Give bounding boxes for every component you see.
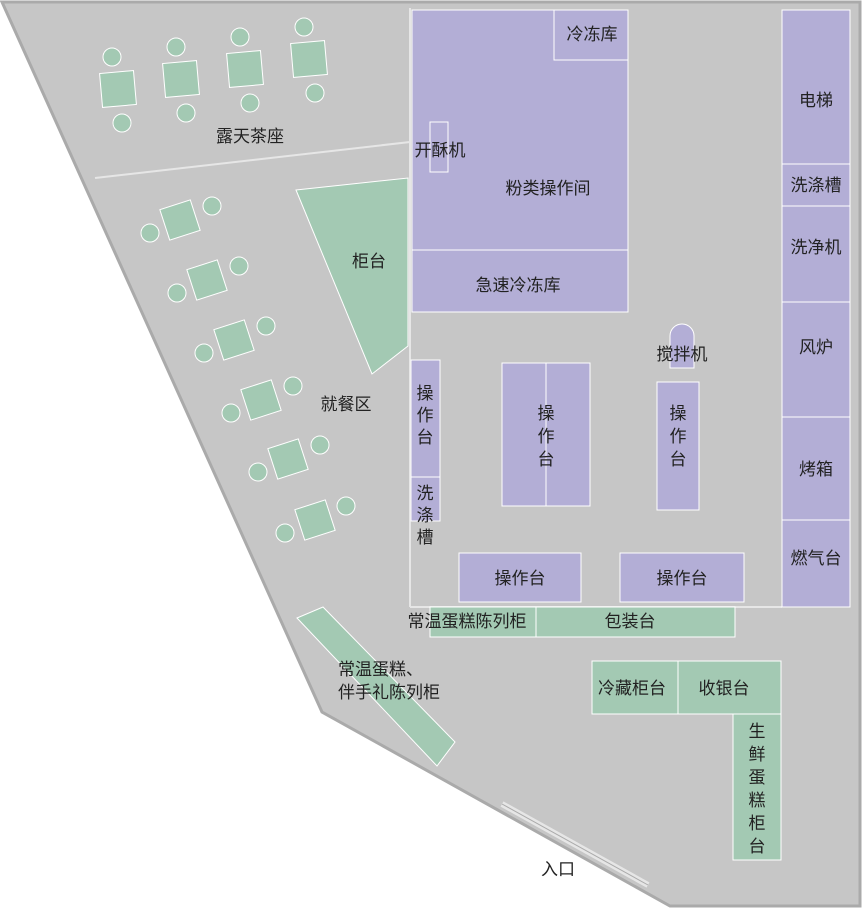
chair bbox=[310, 435, 330, 455]
table bbox=[294, 499, 336, 541]
chair bbox=[336, 496, 356, 516]
workbench-bottom-left bbox=[458, 552, 582, 603]
workbench-right-char: 台 bbox=[670, 450, 687, 470]
sink-left-char: 洗 bbox=[417, 484, 434, 504]
cashier-label: 收银台 bbox=[699, 679, 750, 699]
gift-cabinet-label: 伴手礼陈列柜 bbox=[338, 683, 440, 703]
chair bbox=[305, 83, 325, 103]
packing-table bbox=[535, 606, 736, 638]
oven bbox=[781, 416, 851, 521]
gift-cabinet-label: 常温蛋糕、 bbox=[338, 660, 423, 680]
chair bbox=[256, 316, 276, 336]
flour-room-label: 粉类操作间 bbox=[506, 179, 591, 199]
chair bbox=[166, 37, 186, 57]
chair bbox=[248, 462, 268, 482]
chair bbox=[221, 403, 241, 423]
fresh-cake-counter-char: 蛋 bbox=[749, 768, 766, 788]
workbench-right bbox=[656, 381, 700, 511]
terrace-label: 露天茶座 bbox=[216, 127, 284, 147]
chair bbox=[230, 27, 250, 47]
workbench-left-char: 作 bbox=[417, 406, 434, 426]
pastry-machine bbox=[429, 121, 449, 173]
terrace-divider bbox=[94, 141, 411, 179]
workbench-right-char: 操 bbox=[670, 404, 687, 424]
table bbox=[290, 40, 328, 78]
gift-cabinet bbox=[296, 606, 456, 767]
ambient-cake-cabinet-label: 常温蛋糕陈列柜 bbox=[408, 612, 527, 632]
entrance-label: 入口 bbox=[541, 860, 575, 880]
fan-oven-label: 风炉 bbox=[799, 338, 833, 358]
cashier bbox=[677, 660, 782, 715]
workbench-right-char: 作 bbox=[670, 427, 687, 447]
table bbox=[186, 259, 228, 301]
chair bbox=[167, 283, 187, 303]
fresh-cake-counter bbox=[732, 713, 782, 861]
sink-left bbox=[410, 476, 441, 522]
chair bbox=[140, 223, 160, 243]
chilled-cabinet bbox=[591, 660, 679, 715]
gas-stove-label: 燃气台 bbox=[791, 549, 842, 569]
mixer-label: 搅拌机 bbox=[657, 345, 708, 365]
dining-label: 就餐区 bbox=[321, 395, 372, 415]
entrance-door-inner bbox=[501, 803, 649, 886]
pastry-machine-label: 开酥机 bbox=[415, 141, 466, 161]
chair bbox=[283, 376, 303, 396]
workbench-left-char: 操 bbox=[417, 384, 434, 404]
chair bbox=[194, 343, 214, 363]
workbench-center-char: 作 bbox=[538, 427, 555, 447]
sink-right bbox=[781, 163, 851, 207]
fresh-cake-counter-char: 柜 bbox=[749, 814, 766, 834]
workbench-left bbox=[410, 359, 441, 478]
table bbox=[213, 319, 255, 361]
oven-label: 烤箱 bbox=[799, 460, 833, 480]
chair bbox=[102, 47, 122, 67]
chair bbox=[294, 17, 314, 37]
workbench-center-char: 台 bbox=[538, 450, 555, 470]
fresh-cake-counter-char: 糕 bbox=[749, 791, 766, 811]
fan-oven bbox=[781, 301, 851, 418]
table bbox=[159, 199, 201, 241]
counter bbox=[295, 177, 409, 375]
elevator-label: 电梯 bbox=[799, 91, 833, 111]
fresh-cake-counter-char: 台 bbox=[749, 837, 766, 857]
chair bbox=[240, 93, 260, 113]
workbench-left-char: 台 bbox=[417, 428, 434, 448]
freezer bbox=[553, 9, 629, 61]
table bbox=[162, 60, 200, 98]
packing-table-label: 包装台 bbox=[605, 612, 656, 632]
ambient-cake-cabinet bbox=[429, 606, 537, 638]
dining-seating bbox=[140, 196, 356, 543]
dishwasher-label: 洗净机 bbox=[791, 238, 842, 258]
gas-stove bbox=[781, 519, 851, 608]
elevator bbox=[781, 9, 851, 165]
dishwasher bbox=[781, 205, 851, 303]
workbench-bottom-right bbox=[619, 552, 745, 603]
mixer bbox=[669, 323, 695, 369]
chair bbox=[202, 196, 222, 216]
blast-freezer bbox=[411, 249, 629, 313]
table bbox=[267, 438, 309, 480]
chair bbox=[275, 523, 295, 543]
chair bbox=[112, 113, 132, 133]
terrace-seating bbox=[99, 17, 328, 133]
table bbox=[226, 50, 264, 88]
chair bbox=[176, 103, 196, 123]
fresh-cake-counter-char: 生 bbox=[749, 722, 766, 742]
freezer-label: 冷冻库 bbox=[567, 25, 618, 45]
table bbox=[240, 379, 282, 421]
fresh-cake-counter-char: 鲜 bbox=[749, 745, 766, 765]
table bbox=[99, 70, 137, 108]
workbench-bottom-right-label: 操作台 bbox=[657, 569, 708, 589]
sink-left-char: 涤 bbox=[417, 506, 434, 526]
chilled-cabinet-label: 冷藏柜台 bbox=[598, 679, 666, 699]
counter-label: 柜台 bbox=[352, 252, 386, 272]
chair bbox=[229, 256, 249, 276]
workbench-center-char: 操 bbox=[538, 404, 555, 424]
sink-right-label: 洗涤槽 bbox=[791, 176, 842, 196]
workbench-bottom-left-label: 操作台 bbox=[495, 569, 546, 589]
blast-freezer-label: 急速冷冻库 bbox=[476, 276, 561, 296]
sink-left-char: 槽 bbox=[417, 528, 434, 548]
